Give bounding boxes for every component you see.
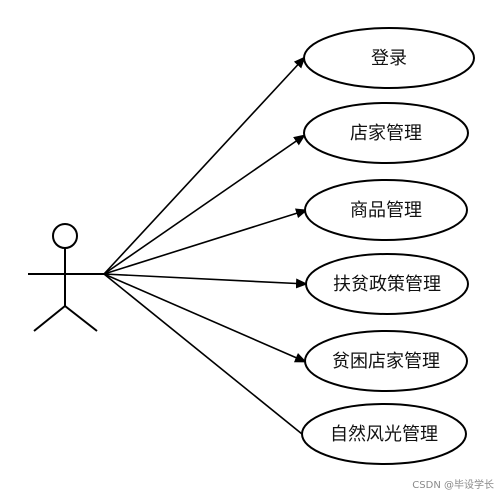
actor-right-leg: [64, 305, 98, 332]
association-line-login: [103, 56, 306, 275]
actor-figure: [28, 223, 104, 332]
association-line-poor-store-management: [103, 273, 307, 363]
usecase-product-management: 商品管理: [304, 179, 468, 241]
usecase-label: 店家管理: [350, 123, 422, 144]
usecase-store-management: 店家管理: [303, 102, 469, 164]
usecase-label: 自然风光管理: [330, 424, 438, 445]
usecase-poor-store-management: 贫困店家管理: [304, 330, 468, 392]
usecase-label: 商品管理: [350, 200, 422, 221]
usecase-label: 贫困店家管理: [332, 351, 440, 372]
usecase-poverty-policy-management: 扶贫政策管理: [305, 253, 469, 315]
usecase-login: 登录: [303, 27, 475, 89]
association-line-store-management: [103, 134, 306, 275]
usecase-scenery-management: 自然风光管理: [301, 403, 467, 465]
association-line-poverty-policy-management: [103, 273, 308, 289]
actor-head: [52, 223, 78, 249]
associations: [103, 56, 308, 435]
watermark-text: CSDN @毕设学长: [412, 480, 494, 491]
association-line-product-management: [103, 208, 308, 275]
association-line-scenery-management: [103, 273, 303, 435]
usecase-label: 扶贫政策管理: [333, 274, 441, 295]
actor-left-leg: [33, 305, 66, 332]
usecase-label: 登录: [371, 48, 407, 69]
